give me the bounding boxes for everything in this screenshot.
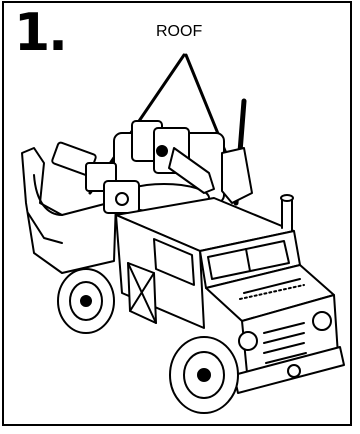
rear-wheel bbox=[58, 269, 114, 333]
gun-turret bbox=[51, 121, 224, 213]
vehicle-illustration bbox=[4, 3, 354, 428]
right-roof-panel bbox=[222, 148, 252, 203]
instruction-panel: 1. ROOF bbox=[2, 1, 352, 426]
front-wheel bbox=[170, 337, 238, 413]
